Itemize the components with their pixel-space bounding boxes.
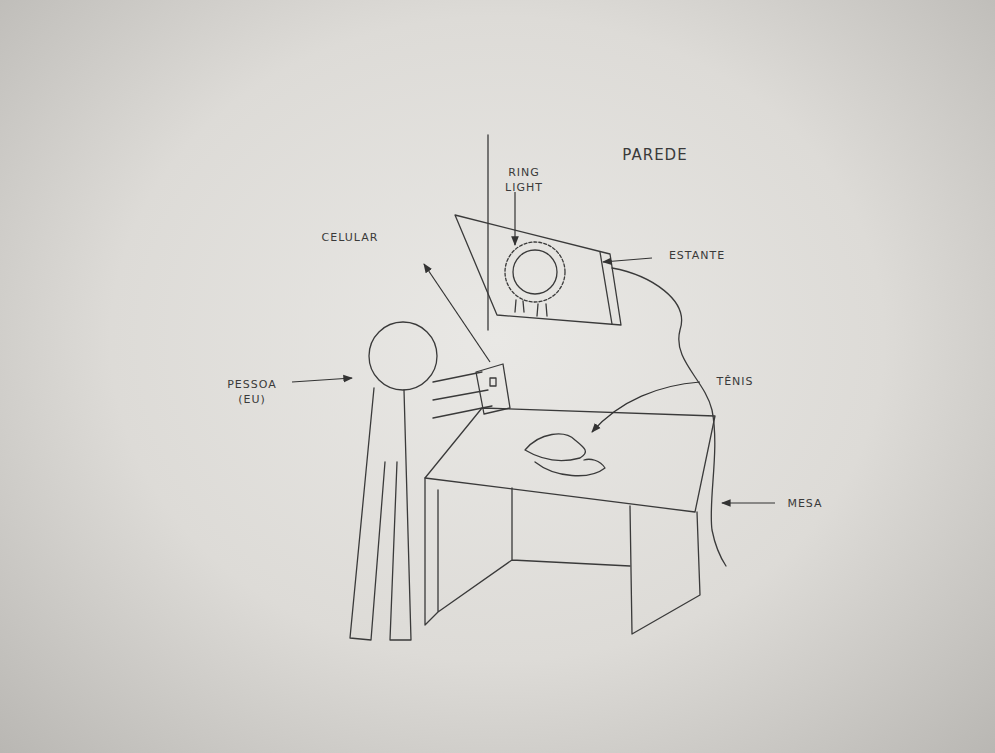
callout-label: TÊNIS (700, 374, 770, 389)
shoe (535, 459, 605, 475)
wall-edge (487, 135, 488, 330)
person-head (369, 322, 437, 390)
ring-light (513, 250, 557, 294)
shoe (525, 434, 585, 460)
callout-label: PESSOA (EU) (212, 377, 292, 407)
callout-label: MESA (775, 496, 835, 511)
table-left (425, 478, 630, 625)
callout-label: PAREDE (600, 148, 710, 163)
leader-arrow (603, 258, 652, 262)
callout-label: CELULAR (305, 230, 395, 245)
callout-label: ESTANTE (652, 248, 742, 263)
phone (476, 364, 510, 414)
shelf (455, 215, 621, 325)
shelf-edge (600, 252, 612, 324)
ring-light-legs (515, 300, 547, 316)
wall-outline (612, 268, 726, 566)
callout-label: RING LIGHT (494, 165, 554, 195)
person-body (350, 388, 411, 640)
leader-arrow (722, 502, 775, 503)
leader-arrow (424, 264, 490, 362)
leader-arrow (292, 378, 352, 382)
ring-light-outer (505, 242, 565, 302)
leader-arrow (514, 192, 515, 245)
table-top (425, 408, 715, 512)
leader-arrow (592, 382, 700, 432)
table-right (630, 506, 700, 634)
phone-camera (490, 378, 496, 386)
